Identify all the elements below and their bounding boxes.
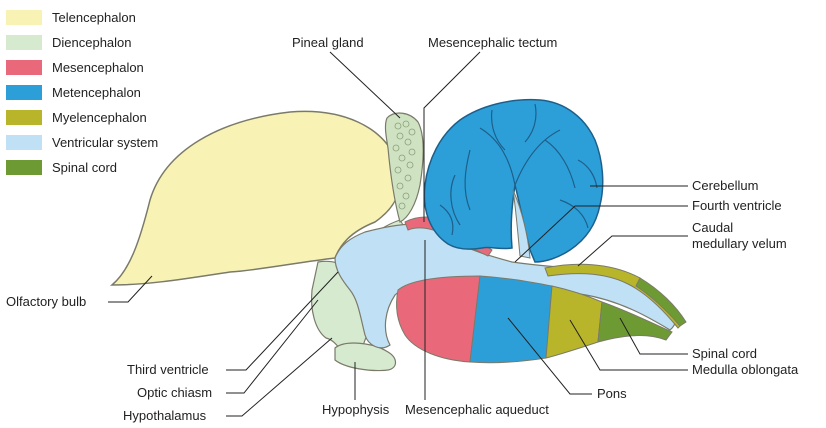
legend-label-myelencephalon: Myelencephalon xyxy=(52,110,147,125)
label-hypothalamus: Hypothalamus xyxy=(123,408,207,423)
label-olfactory-bulb: Olfactory bulb xyxy=(6,294,86,309)
label-mesencephalic-aqueduct: Mesencephalic aqueduct xyxy=(405,402,549,417)
legend-swatch-spinal-cord xyxy=(6,160,42,175)
label-caudal-medullary-velum-line1: Caudal xyxy=(692,220,733,235)
label-pineal-gland: Pineal gland xyxy=(292,35,364,50)
pons-region xyxy=(470,276,552,363)
legend-swatch-metencephalon xyxy=(6,85,42,100)
legend-swatch-myelencephalon xyxy=(6,110,42,125)
label-pons: Pons xyxy=(597,386,627,401)
label-optic-chiasm: Optic chiasm xyxy=(137,385,212,400)
brain-drawing xyxy=(112,100,686,371)
label-third-ventricle: Third ventricle xyxy=(127,362,209,377)
label-mesencephalic-tectum: Mesencephalic tectum xyxy=(428,35,557,50)
leader-caudal-medullary-velum xyxy=(578,236,688,266)
label-hypophysis: Hypophysis xyxy=(322,402,390,417)
legend-swatch-mesencephalon xyxy=(6,60,42,75)
legend-swatch-ventricular-system xyxy=(6,135,42,150)
legend-label-metencephalon: Metencephalon xyxy=(52,85,141,100)
legend-swatch-diencephalon xyxy=(6,35,42,50)
label-caudal-medullary-velum-line2: medullary velum xyxy=(692,236,787,251)
legend: Telencephalon Diencephalon Mesencephalon… xyxy=(6,10,158,175)
label-cerebellum: Cerebellum xyxy=(692,178,758,193)
legend-label-ventricular-system: Ventricular system xyxy=(52,135,158,150)
label-fourth-ventricle: Fourth ventricle xyxy=(692,198,782,213)
label-medulla-oblongata: Medulla oblongata xyxy=(692,362,799,377)
legend-label-diencephalon: Diencephalon xyxy=(52,35,132,50)
leader-pineal-gland xyxy=(330,52,400,118)
legend-swatch-telencephalon xyxy=(6,10,42,25)
mesencephalon-region xyxy=(396,276,480,362)
label-spinal-cord: Spinal cord xyxy=(692,346,757,361)
legend-label-telencephalon: Telencephalon xyxy=(52,10,136,25)
legend-label-spinal-cord: Spinal cord xyxy=(52,160,117,175)
leader-optic-chiasm xyxy=(226,300,318,393)
legend-label-mesencephalon: Mesencephalon xyxy=(52,60,144,75)
